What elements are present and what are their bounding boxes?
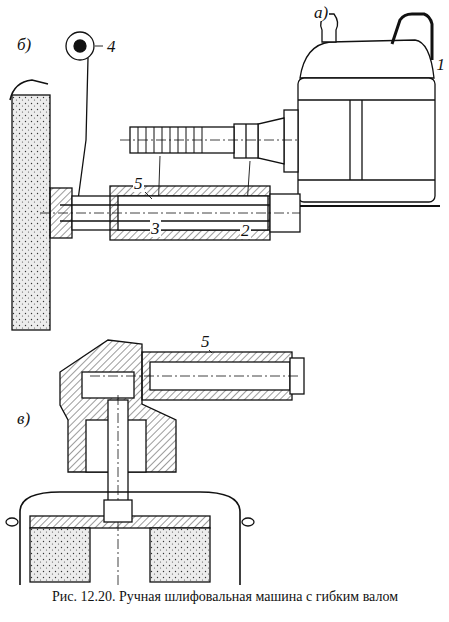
- drawing-stroke: [150, 528, 210, 582]
- drawing-stroke: [194, 127, 195, 153]
- callout-label: 5: [133, 175, 144, 192]
- drawing-stroke: [298, 78, 435, 202]
- callout-label: 2: [240, 222, 251, 239]
- drawing-stroke: [154, 127, 155, 153]
- drawing-stroke: [162, 127, 163, 153]
- drawing-stroke: [90, 376, 300, 377]
- callout-label: а): [313, 4, 329, 21]
- drawing-stroke: [392, 14, 432, 60]
- drawing-stroke: [138, 127, 139, 153]
- drawing-stroke: [120, 140, 300, 141]
- drawing-stroke: [290, 205, 440, 207]
- drawing-stroke: [170, 127, 171, 153]
- callout-label: б): [16, 36, 32, 53]
- drawing-stroke: [60, 220, 270, 221]
- drawing-stroke: [74, 40, 86, 52]
- drawing-stroke: [202, 127, 203, 153]
- shaft-ribs: [138, 127, 202, 153]
- drawing-stroke: [104, 500, 132, 522]
- callout-label: 3: [150, 220, 161, 237]
- view-c-angle-head: [6, 340, 304, 590]
- drawing-stroke: [242, 518, 254, 526]
- callout-label: в): [16, 410, 31, 427]
- drawing-stroke: [186, 127, 187, 153]
- drawing-stroke: [60, 204, 270, 205]
- drawing-stroke: [6, 518, 18, 526]
- drawing-stroke: [258, 118, 284, 164]
- drawing-stroke: [78, 58, 88, 200]
- drawing-stroke: [234, 124, 258, 158]
- drawing-stroke: [20, 492, 240, 585]
- drawing-stroke: [361, 100, 362, 180]
- drawing-stroke: [66, 32, 94, 60]
- drawing-stroke: [284, 110, 298, 172]
- drawing-stroke: [30, 528, 90, 582]
- drawing-stroke: [95, 46, 103, 47]
- callout-label: 1: [436, 56, 447, 73]
- drawing-stroke: [298, 99, 435, 100]
- callout-label: 5: [200, 333, 211, 350]
- view-b-straight-head: [10, 32, 300, 330]
- drawing-stroke: [178, 127, 179, 153]
- drawing-stroke: [145, 192, 152, 199]
- drawing-stroke: [146, 127, 147, 153]
- drawing-stroke: [349, 100, 350, 180]
- drawing-stroke: [298, 179, 435, 180]
- figure-caption: Рис. 12.20. Ручная шлифовальная машина с…: [30, 588, 420, 606]
- drawing-stroke: [245, 124, 246, 158]
- drawing-stroke: [12, 95, 50, 330]
- drawing-stroke: [300, 40, 434, 78]
- callout-label: 4: [106, 38, 117, 55]
- drawing-stroke: [40, 213, 300, 214]
